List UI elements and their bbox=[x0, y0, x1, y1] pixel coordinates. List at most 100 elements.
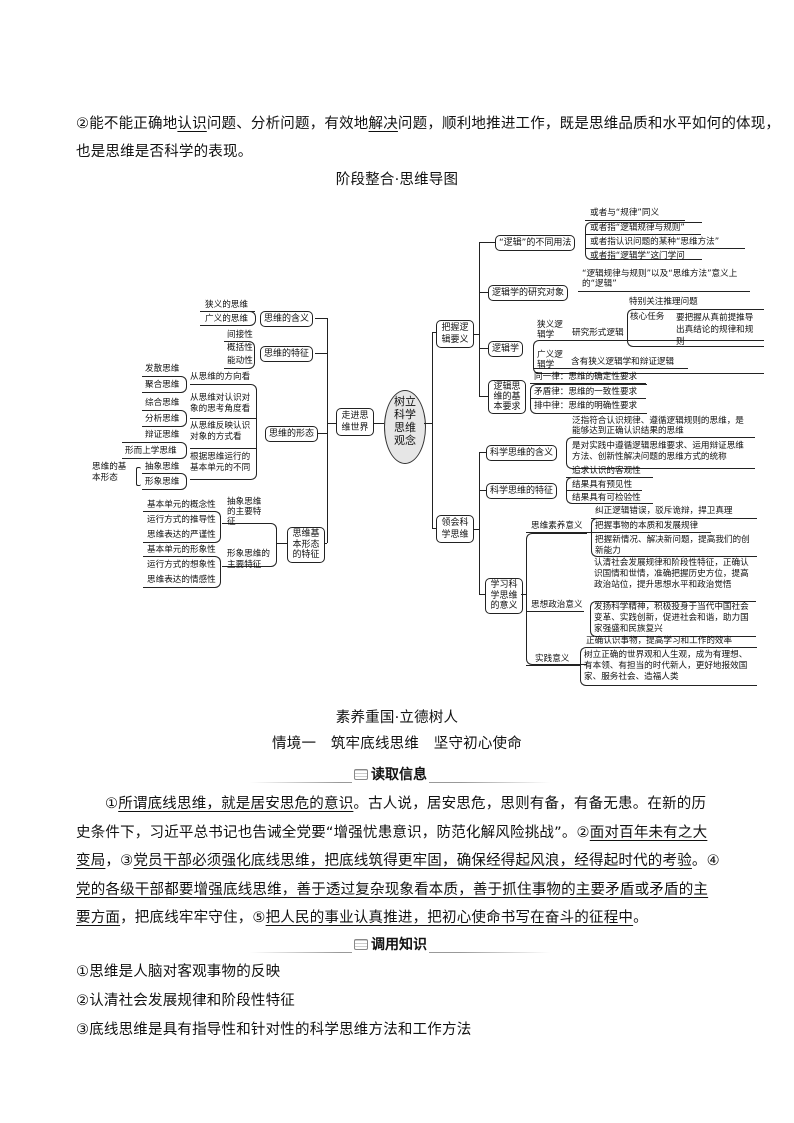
underline bbox=[526, 532, 592, 533]
leaf: 辩证思维 bbox=[145, 430, 180, 440]
connector bbox=[479, 348, 488, 349]
leaf: 纠正逻辑错误，驳斥诡辩，捍卫真理 bbox=[595, 506, 733, 516]
book-icon bbox=[354, 939, 368, 950]
leaf: 概括性 bbox=[227, 343, 253, 353]
mindmap-title: 阶段整合·思维导图 bbox=[335, 172, 459, 188]
book-icon bbox=[354, 769, 368, 780]
leaf: 正确认识事物，提高学习和工作的效率 bbox=[586, 636, 733, 646]
group-label: 实践意义 bbox=[535, 654, 570, 664]
node-logic-object: 逻辑学的研究对象 bbox=[488, 285, 569, 301]
branch-enter-thinking-world: 走进思维世界 bbox=[336, 408, 374, 436]
basic-forms-note: 思维的基本形态 bbox=[92, 462, 127, 483]
leaf: 分析思维 bbox=[145, 414, 180, 424]
leaf: 或者与“规律”同义 bbox=[590, 208, 660, 218]
leaf: 排中律：思维的明确性要求 bbox=[534, 401, 638, 411]
connector bbox=[373, 423, 384, 424]
connector bbox=[479, 594, 485, 595]
node-thinking-forms: 思维的形态 bbox=[265, 426, 319, 442]
leaf: 或者指“逻辑规律与规则” bbox=[590, 223, 685, 233]
connector bbox=[432, 332, 433, 528]
bracket bbox=[585, 222, 702, 260]
leaf: 结果具有可检验性 bbox=[572, 493, 641, 503]
underline bbox=[566, 490, 642, 491]
bracket bbox=[526, 533, 587, 665]
leaf: 形象思维 bbox=[145, 477, 180, 487]
bracket bbox=[122, 442, 187, 459]
read-info-paragraph: ①所谓底线思维，就是居安思危的意识。古人说，居安思危，思则有备，有备无患。在新的… bbox=[76, 796, 720, 926]
leaf: “逻辑规律与规则”以及“思维方法”意义上的“逻辑” bbox=[582, 269, 738, 289]
leaf: 狭义的思维 bbox=[205, 300, 248, 310]
leaf: 含有狭义逻辑学和辩证逻辑 bbox=[571, 357, 675, 367]
leaf: 同一律：思维的确定性要求 bbox=[534, 372, 638, 382]
leaf: 抽象思维 bbox=[145, 462, 180, 472]
connector bbox=[479, 292, 488, 293]
bracket bbox=[142, 376, 187, 393]
bracket bbox=[627, 309, 764, 347]
underlined-term: 解决 bbox=[368, 116, 398, 132]
connector bbox=[276, 543, 287, 544]
node-logic-study: 逻辑学 bbox=[488, 341, 524, 357]
intro-line-2: 也是思维是否科学的表现。 bbox=[76, 144, 253, 160]
leaf: 是对实践中遵循逻辑思维要求、运用辩证思维方法、创新性解决问题的思维方式的统称 bbox=[572, 441, 744, 462]
scenario-title: 情境一 筑牢底线思维 坚守初心使命 bbox=[272, 736, 522, 752]
leaf: 综合思维 bbox=[145, 398, 180, 408]
node-scientific-features: 科学思维的特征 bbox=[486, 483, 558, 499]
leaf: 间接性 bbox=[227, 330, 253, 340]
connector bbox=[474, 529, 479, 530]
leaf: 研究形式逻辑 bbox=[572, 328, 624, 338]
branch-understand-scientific-thinking: 领会科学思维 bbox=[436, 515, 474, 543]
center-node: 树立科学思维观念 bbox=[384, 390, 426, 464]
connector bbox=[327, 423, 336, 424]
bracket bbox=[222, 523, 277, 567]
node-scientific-meaning: 科学思维的含义 bbox=[486, 445, 558, 461]
connector bbox=[479, 490, 486, 491]
leaf: 把握事物的本质和发展规律 bbox=[595, 521, 699, 531]
underlined-term: 认识 bbox=[177, 116, 207, 132]
node-logic-usages: “逻辑”的不同用法 bbox=[495, 235, 576, 251]
leaf: 广义的思维 bbox=[205, 314, 248, 324]
leaf: 聚合思维 bbox=[145, 380, 180, 390]
connector bbox=[315, 318, 327, 319]
leaf: 思维表达的情感性 bbox=[147, 575, 216, 585]
connector bbox=[474, 334, 479, 335]
leaf: 运行方式的想象性 bbox=[147, 560, 216, 570]
leaf: 运行方式的推导性 bbox=[147, 515, 216, 525]
bracket bbox=[190, 384, 257, 480]
group-label: 形象思维的主要特征 bbox=[227, 549, 270, 570]
form-group-label: 从思维对认识对象的思考角度看 bbox=[190, 393, 251, 414]
bracket bbox=[200, 311, 256, 326]
leaf: 基本单元的形象性 bbox=[147, 545, 216, 555]
intro-line-1: ②能不能正确地认识问题、分析问题，有效地解决问题，顺利地推进工作，既是思维品质和… bbox=[76, 116, 781, 132]
leaf: 核心任务 bbox=[630, 312, 665, 322]
leaf: 形而上学思维 bbox=[125, 446, 177, 456]
underline bbox=[190, 418, 256, 419]
bracket bbox=[143, 556, 221, 588]
bracket bbox=[591, 518, 757, 557]
connector bbox=[479, 396, 488, 397]
bracket bbox=[224, 341, 255, 369]
connector bbox=[315, 353, 327, 354]
bracket bbox=[533, 340, 764, 374]
read-info-heading: 读取信息 bbox=[352, 764, 429, 784]
bracket bbox=[142, 473, 187, 490]
underline bbox=[585, 220, 685, 221]
leaf: 结果具有预见性 bbox=[572, 480, 633, 490]
bracket bbox=[143, 511, 221, 543]
knowledge-list: ①思维是人脑对客观事物的反映 ②认清社会发展规律和阶段性特征 ③底线思维是具有指… bbox=[76, 958, 736, 1045]
leaf: 泛指符合认识规律、遵循逻辑规则的思维，是能够达到正确认识结果的思维 bbox=[572, 416, 744, 436]
underline bbox=[591, 532, 711, 533]
underline bbox=[533, 368, 688, 369]
underline bbox=[578, 291, 750, 292]
leaf: 特别关注推理问题 bbox=[629, 297, 698, 307]
connector bbox=[432, 528, 436, 529]
node-logic-requirements: 逻辑思维的基本要求 bbox=[488, 380, 526, 414]
node-thinking-meaning: 思维的含义 bbox=[260, 311, 314, 327]
leaf: 认清社会发展规律和阶段性特征，正确认识国情和世情，准确把握历史方位，提高政治站位… bbox=[594, 558, 749, 590]
knowledge-item: ②认清社会发展规律和阶段性特征 bbox=[76, 993, 295, 1009]
connector bbox=[327, 318, 328, 543]
knowledge-item: ③底线思维是具有指导性和针对性的科学思维方法和工作方法 bbox=[76, 1022, 472, 1038]
underline bbox=[585, 234, 701, 235]
leaf: 基本单元的概念性 bbox=[147, 500, 216, 510]
group-label: 思想政治意义 bbox=[531, 600, 583, 610]
leaf: 发扬科学精神，积极投身于当代中国社会变革、实践创新，促进社会和谐，助力国家强盛和… bbox=[594, 602, 749, 634]
